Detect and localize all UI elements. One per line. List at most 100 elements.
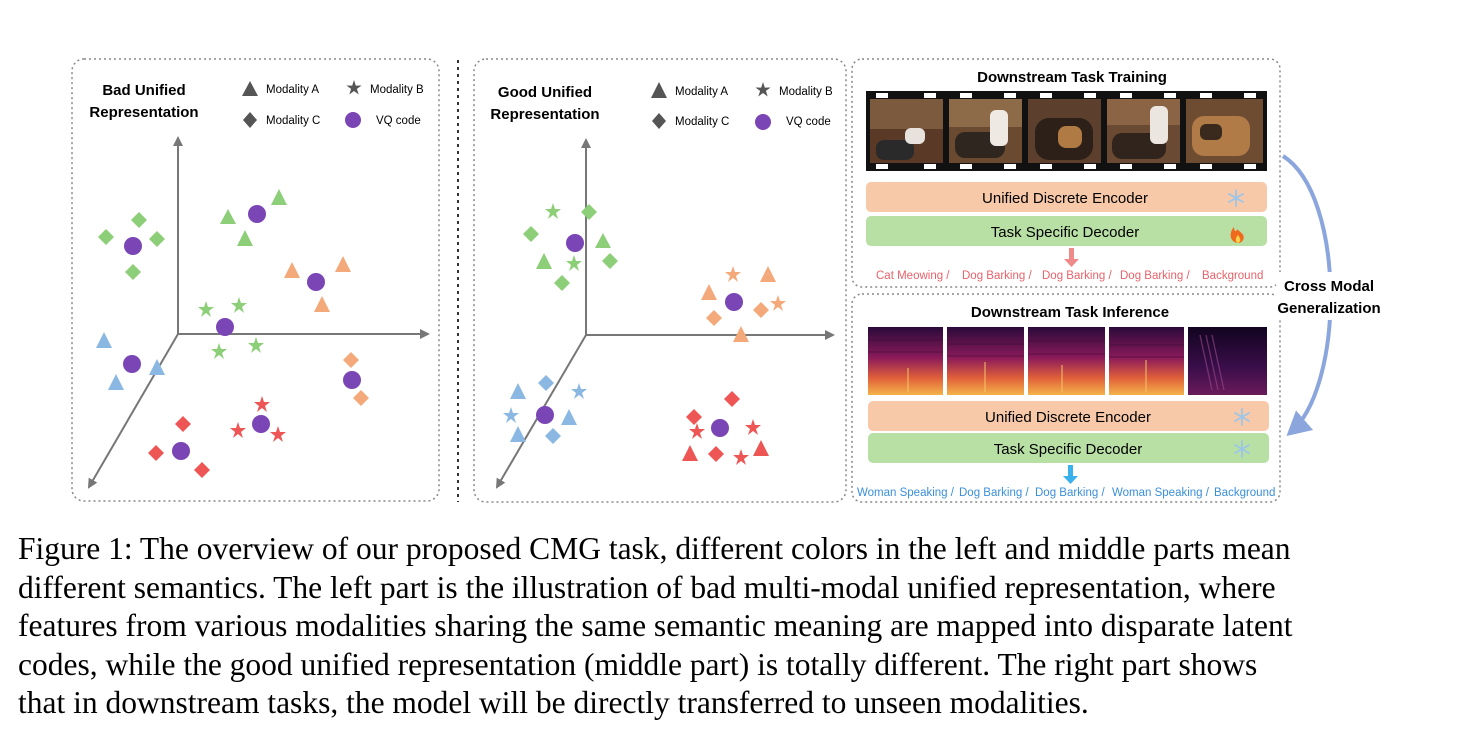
training-decoder-label: Task Specific Decoder (991, 224, 1139, 241)
inference-label-2: Dog Barking / (959, 487, 1029, 499)
green-diamond (149, 231, 165, 247)
legend-modality-a: Modality A (266, 84, 319, 96)
film-frame (1028, 99, 1101, 163)
cross-modal-label-line2: Generalization (1277, 300, 1380, 317)
green-diamond (523, 226, 539, 242)
vq-code-dot (123, 355, 141, 373)
blue-triangle (108, 374, 124, 390)
green-diamond (602, 253, 618, 269)
red-star (254, 396, 270, 412)
orange-diamond (706, 310, 722, 326)
green-diamond (554, 275, 570, 291)
vq-code-dot (536, 406, 554, 424)
training-label-5: Background (1202, 270, 1263, 282)
orange-triangle (335, 256, 351, 272)
cross-modal-label-line1: Cross Modal (1284, 278, 1374, 295)
inference-panel-title: Downstream Task Inference (971, 304, 1169, 321)
training-panel: Downstream Task Training (851, 58, 1281, 288)
figure-1: Bad Unified Representation Modality A Mo… (71, 58, 1388, 503)
good-panel-title-line1: Good Unified (498, 84, 592, 101)
blue-triangle (510, 383, 526, 399)
training-panel-title: Downstream Task Training (977, 69, 1167, 86)
training-label-3: Dog Barking / (1042, 270, 1112, 282)
blue-diamond (545, 428, 561, 444)
good-markers (503, 203, 786, 465)
inference-decoder-box (868, 433, 1269, 463)
vq-code-dot (566, 234, 584, 252)
green-star (231, 297, 247, 313)
red-star (733, 449, 749, 465)
training-panel-border (851, 58, 1281, 288)
vq-code-dot (252, 415, 270, 433)
red-star (230, 422, 246, 438)
orange-triangle (701, 284, 717, 300)
blue-triangle (510, 426, 526, 442)
inference-panel: Downstream Task Inference Unif (851, 293, 1281, 503)
spectrogram-frame (1028, 327, 1105, 395)
orange-triangle (760, 266, 776, 282)
blue-star (503, 407, 519, 423)
orange-triangle (733, 326, 749, 342)
green-triangle (237, 230, 253, 246)
orange-triangle (284, 262, 300, 278)
red-star (745, 419, 761, 435)
caption-line-3: features from various modalities sharing… (18, 608, 1293, 643)
legend-modality-a: Modality A (675, 86, 728, 98)
legend-vq-code: VQ code (786, 116, 831, 128)
blue-star (571, 383, 587, 399)
legend-modality-b: Modality B (779, 86, 833, 98)
inference-label-1: Woman Speaking / (857, 487, 955, 499)
legend-triangle-icon (242, 81, 258, 96)
cross-modal-label-bg (1276, 272, 1388, 320)
orange-star (770, 295, 786, 311)
training-labels: Cat Meowing / Dog Barking / Dog Barking … (876, 270, 1263, 282)
film-frame (870, 99, 943, 163)
legend-circle-icon (345, 112, 361, 128)
training-encoder-box (866, 182, 1267, 212)
orange-star (725, 266, 741, 282)
red-diamond (686, 409, 702, 425)
inference-labels: Woman Speaking / Dog Barking / Dog Barki… (857, 487, 1275, 499)
vq-code-dot (248, 205, 266, 223)
vq-code-dot (216, 318, 234, 336)
red-diamond (175, 416, 191, 432)
good-panel-border (473, 58, 847, 503)
green-diamond (98, 229, 114, 245)
caption-line-2: different semantics. The left part is th… (18, 569, 1276, 605)
legend-star-icon (755, 82, 771, 97)
training-decoder-box (866, 216, 1267, 246)
inference-decoder-label: Task Specific Decoder (994, 441, 1142, 458)
film-frame (1186, 99, 1263, 163)
red-diamond (724, 391, 740, 407)
snowflake-icon (1234, 440, 1250, 458)
red-triangle (682, 445, 698, 461)
figure-caption: Figure 1: The overview of our proposed C… (18, 530, 1448, 723)
legend-star-icon (346, 80, 362, 95)
green-star (248, 337, 264, 353)
training-label-2: Dog Barking / (962, 270, 1032, 282)
legend-modality-c: Modality C (675, 116, 729, 128)
film-frame (1107, 99, 1180, 163)
spectrogram-strip (868, 327, 1267, 395)
bad-z-axis (87, 333, 179, 489)
green-triangle (220, 209, 236, 224)
legend-modality-c: Modality C (266, 115, 320, 127)
vq-code-dot (307, 273, 325, 291)
film-sprockets (876, 93, 1256, 169)
blue-diamond (538, 375, 554, 391)
vq-code-dot (124, 237, 142, 255)
inference-panel-border (851, 293, 1281, 503)
vq-code-dot (711, 419, 729, 437)
film-frame (949, 99, 1022, 163)
red-star (270, 426, 286, 442)
green-star (545, 203, 561, 219)
red-diamond (194, 462, 210, 478)
blue-triangle (149, 359, 165, 375)
red-star (689, 423, 705, 439)
good-panel-title-line2: Representation (490, 106, 599, 123)
legend-diamond-icon (243, 112, 257, 128)
inference-label-5: Background (1214, 487, 1275, 499)
inference-label-3: Dog Barking / (1035, 487, 1105, 499)
blue-triangle (561, 409, 577, 425)
orange-diamond (753, 302, 769, 318)
